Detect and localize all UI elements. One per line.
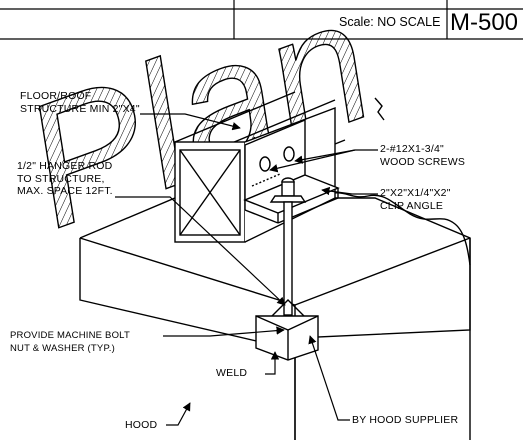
callout-floor-roof-line1: FLOOR/ROOF (20, 90, 92, 102)
callout-hanger-line1: 1/2" HANGER ROD (17, 160, 113, 172)
bottom-nut-washer (255, 299, 319, 361)
callout-screws-line2: WOOD SCREWS (380, 155, 466, 168)
callout-bolt-line1: PROVIDE MACHINE BOLT (10, 330, 130, 341)
callout-floor-roof-line2: STRUCTURE MIN 2"X4" (20, 102, 140, 115)
callout-clip-angle: 2"X2"X1/4"X2" CLIP ANGLE (380, 187, 451, 212)
beam-break (374, 97, 385, 121)
callout-hanger-rod: 1/2" HANGER ROD TO STRUCTURE, MAX. SPACE… (17, 160, 113, 198)
callout-floor-roof: FLOOR/ROOF STRUCTURE MIN 2"X4" (20, 90, 140, 115)
callout-hanger-line3: MAX. SPACE 12FT. (17, 185, 113, 197)
sheet-number: M-500 (450, 9, 519, 36)
scale-text: Scale: NO SCALE (339, 15, 441, 29)
title-block (0, 0, 523, 40)
leaders (115, 113, 378, 426)
callout-hood: HOOD (125, 419, 158, 431)
callout-clip-line2: CLIP ANGLE (380, 199, 444, 212)
break-line (324, 192, 471, 266)
callout-bolt-line2: NUT & WASHER (TYP.) (10, 342, 115, 354)
callout-hanger-line2: TO STRUCTURE, (17, 172, 105, 185)
callout-machine-bolt: PROVIDE MACHINE BOLT NUT & WASHER (TYP.) (10, 330, 130, 355)
callout-wood-screws: 2-#12X1-3/4" WOOD SCREWS (380, 143, 465, 168)
callout-screws-line1: 2-#12X1-3/4" (380, 143, 444, 155)
callout-hood-supplier: BY HOOD SUPPLIER (352, 414, 459, 426)
callout-clip-line1: 2"X2"X1/4"X2" (380, 187, 451, 199)
wood-screws (251, 146, 295, 187)
callout-weld: WELD (216, 367, 248, 379)
hanger-rod (283, 201, 293, 316)
rod-top-nut (269, 177, 307, 203)
